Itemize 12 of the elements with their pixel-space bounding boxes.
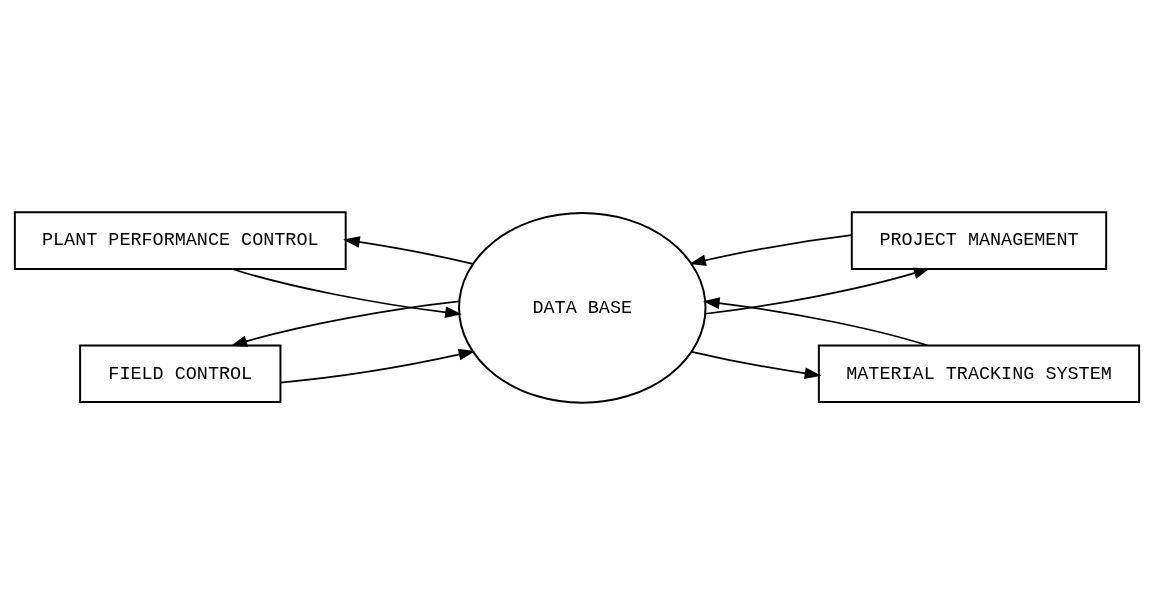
arrow [689,234,853,266]
node-box: FIELD CONTROL [79,344,282,404]
node-box: PROJECT MANAGEMENT [850,211,1108,270]
arrow [703,297,929,347]
arrow [230,300,460,347]
node-box: MATERIAL TRACKING SYSTEM [817,344,1141,404]
arrow [231,268,462,319]
arrow [279,348,476,384]
arrow [690,350,822,380]
arrow [704,267,931,315]
node-box: PLANT PERFORMANCE CONTROL [13,211,347,270]
arrow [343,236,474,265]
